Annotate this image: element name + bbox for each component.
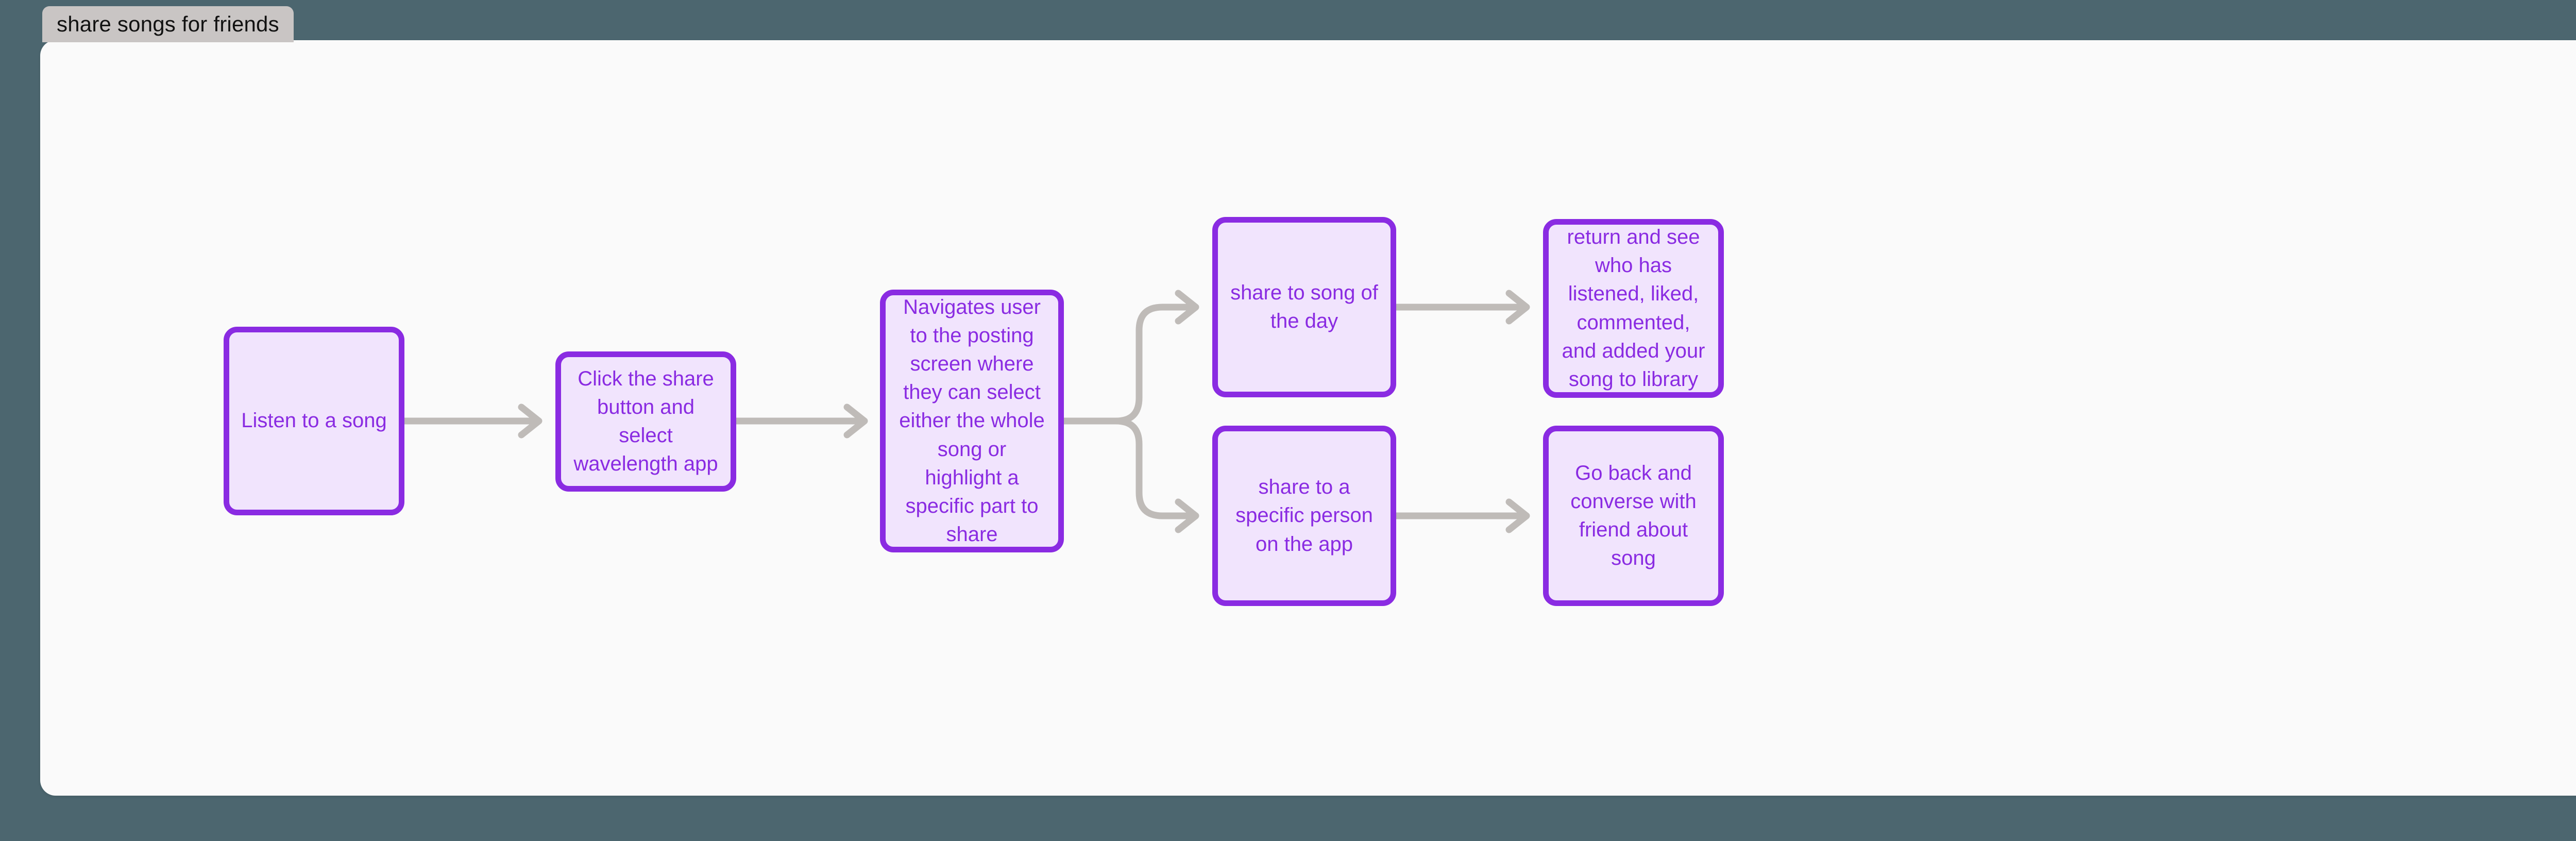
connector-layer: .edge-path { fill: none; stroke: #BFBBB8… (401, 290, 1530, 533)
node-label: share to song of the day (1230, 281, 1378, 332)
node-label: Click the share button and select wavele… (573, 367, 718, 476)
flow-node-navigates-posting-screen[interactable]: Navigates user to the posting screen whe… (880, 290, 1064, 552)
node-label: Navigates user to the posting screen whe… (899, 295, 1045, 546)
edge-navigates-to-specific-person (1060, 417, 1199, 533)
window-tab-title[interactable]: share songs for friends (42, 6, 294, 42)
whiteboard-canvas[interactable]: .edge-path { fill: none; stroke: #BFBBB8… (40, 40, 2576, 796)
flow-node-share-song-of-the-day[interactable]: share to song of the day (1212, 217, 1396, 397)
node-label: Listen to a song (241, 409, 387, 432)
edge-navigates-to-song-of-day (1060, 290, 1199, 425)
edge-listen-to-click-share (401, 403, 543, 439)
node-label: share to a specific person on the app (1235, 476, 1373, 556)
flow-node-go-back-converse-friend[interactable]: Go back and converse with friend about s… (1543, 426, 1724, 606)
edge-specific-person-to-go-back (1393, 498, 1530, 533)
node-label: return and see who has listened, liked, … (1562, 225, 1705, 391)
edge-song-of-day-to-return-see (1393, 290, 1530, 325)
flowchart-surface[interactable]: .edge-path { fill: none; stroke: #BFBBB8… (40, 40, 2576, 796)
node-label: Go back and converse with friend about s… (1570, 461, 1697, 570)
flow-node-listen-to-a-song[interactable]: Listen to a song (224, 327, 404, 515)
flow-node-click-share-button[interactable]: Click the share button and select wavele… (555, 351, 736, 492)
flow-node-return-and-see-engagement[interactable]: return and see who has listened, liked, … (1543, 219, 1724, 398)
flow-node-share-specific-person[interactable]: share to a specific person on the app (1212, 426, 1396, 606)
edge-click-share-to-navigates (733, 403, 868, 439)
